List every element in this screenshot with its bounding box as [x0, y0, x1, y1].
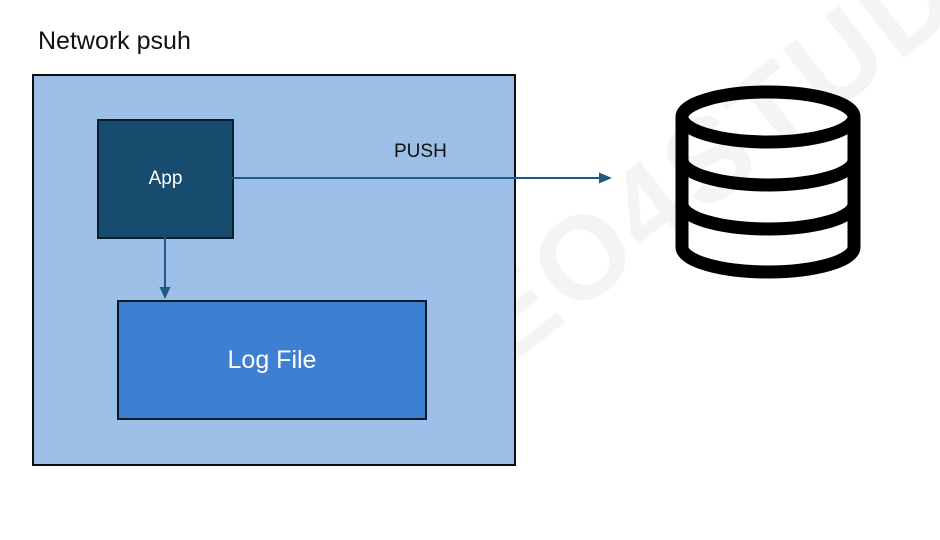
diagram-title: Network psuh	[38, 27, 191, 55]
push-arrow	[232, 172, 612, 184]
log-file-node: Log File	[117, 300, 427, 420]
app-node-label: App	[148, 168, 183, 189]
write-arrow	[159, 237, 171, 299]
log-file-node-label: Log File	[227, 345, 317, 374]
push-edge-label: PUSH	[394, 141, 447, 162]
database-icon	[675, 85, 861, 279]
